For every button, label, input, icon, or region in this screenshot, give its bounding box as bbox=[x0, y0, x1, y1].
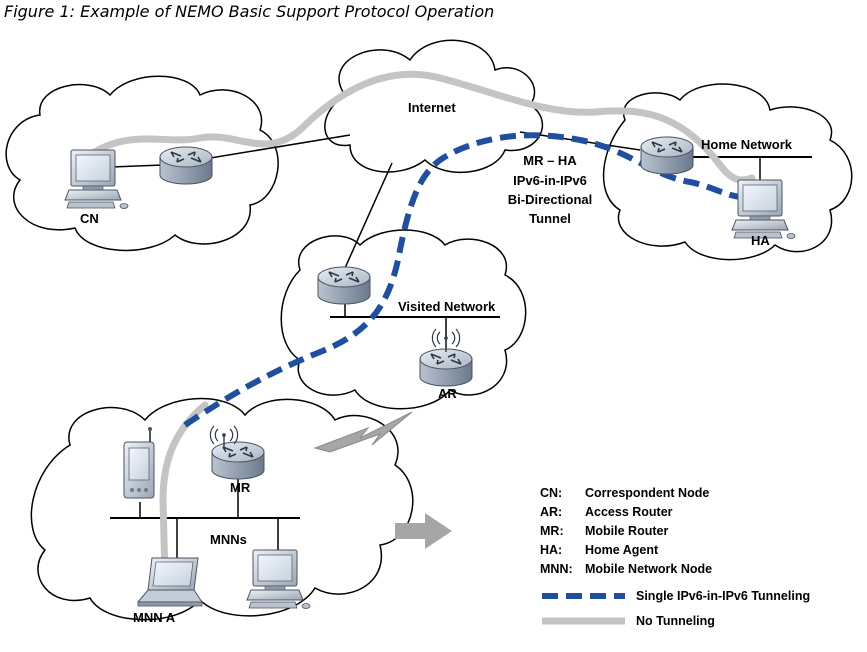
tunnel-label-line3: Bi-Directional bbox=[508, 192, 593, 207]
legend-text-ha: Home Agent bbox=[585, 543, 659, 557]
legend-abbr-ha: HA: bbox=[540, 543, 562, 557]
mnns-label: MNNs bbox=[210, 532, 247, 547]
no-tunneling-path bbox=[86, 70, 756, 184]
legend-text-cn: Correspondent Node bbox=[585, 486, 709, 500]
ar-router-icon bbox=[419, 348, 473, 387]
legend-text-ar: Access Router bbox=[585, 505, 673, 519]
link-cn-router-internet bbox=[185, 134, 351, 163]
visited-network-label: Visited Network bbox=[398, 299, 496, 314]
tunnel-label-line2: IPv6-in-IPv6 bbox=[513, 173, 587, 188]
figure-title: Figure 1: Example of NEMO Basic Support … bbox=[4, 2, 494, 21]
arrow-icon bbox=[395, 513, 452, 549]
legend-no-tunneling-label: No Tunneling bbox=[636, 614, 715, 628]
internet-label: Internet bbox=[408, 100, 456, 115]
mobile-network-cloud bbox=[30, 397, 414, 621]
single-tunneling-path bbox=[183, 132, 741, 428]
visited-network-cloud bbox=[280, 229, 527, 410]
legend-abbr-cn: CN: bbox=[540, 486, 562, 500]
cn-label: CN bbox=[80, 211, 99, 226]
visited-router-icon bbox=[317, 266, 371, 305]
ha-label: HA bbox=[751, 233, 770, 248]
link-internet-visited-router bbox=[344, 162, 393, 269]
ar-label: AR bbox=[438, 386, 457, 401]
cn-cloud bbox=[5, 75, 279, 252]
wireless-link-icon bbox=[313, 411, 413, 453]
mr-router-icon bbox=[211, 441, 265, 480]
link-cn-pc-router bbox=[109, 164, 164, 168]
mr-label: MR bbox=[230, 480, 251, 495]
legend-text-mnn: Mobile Network Node bbox=[585, 562, 712, 576]
legend-text-mr: Mobile Router bbox=[585, 524, 668, 538]
legend-single-tunneling-label: Single IPv6-in-IPv6 Tunneling bbox=[636, 589, 810, 603]
tunnel-label-line1: MR – HA bbox=[523, 153, 577, 168]
cn-router-icon bbox=[159, 146, 213, 185]
home-router-icon bbox=[640, 136, 694, 175]
legend-abbr-mr: MR: bbox=[540, 524, 564, 538]
legend-abbr-ar: AR: bbox=[540, 505, 562, 519]
tunnel-label-line4: Tunnel bbox=[529, 211, 571, 226]
no-tunneling-path-mobile bbox=[159, 401, 209, 582]
legend: CN: Correspondent Node AR: Access Router… bbox=[540, 486, 810, 628]
home-network-label: Home Network bbox=[701, 137, 793, 152]
mnn-a-label: MNN A bbox=[133, 610, 176, 625]
legend-abbr-mnn: MNN: bbox=[540, 562, 573, 576]
